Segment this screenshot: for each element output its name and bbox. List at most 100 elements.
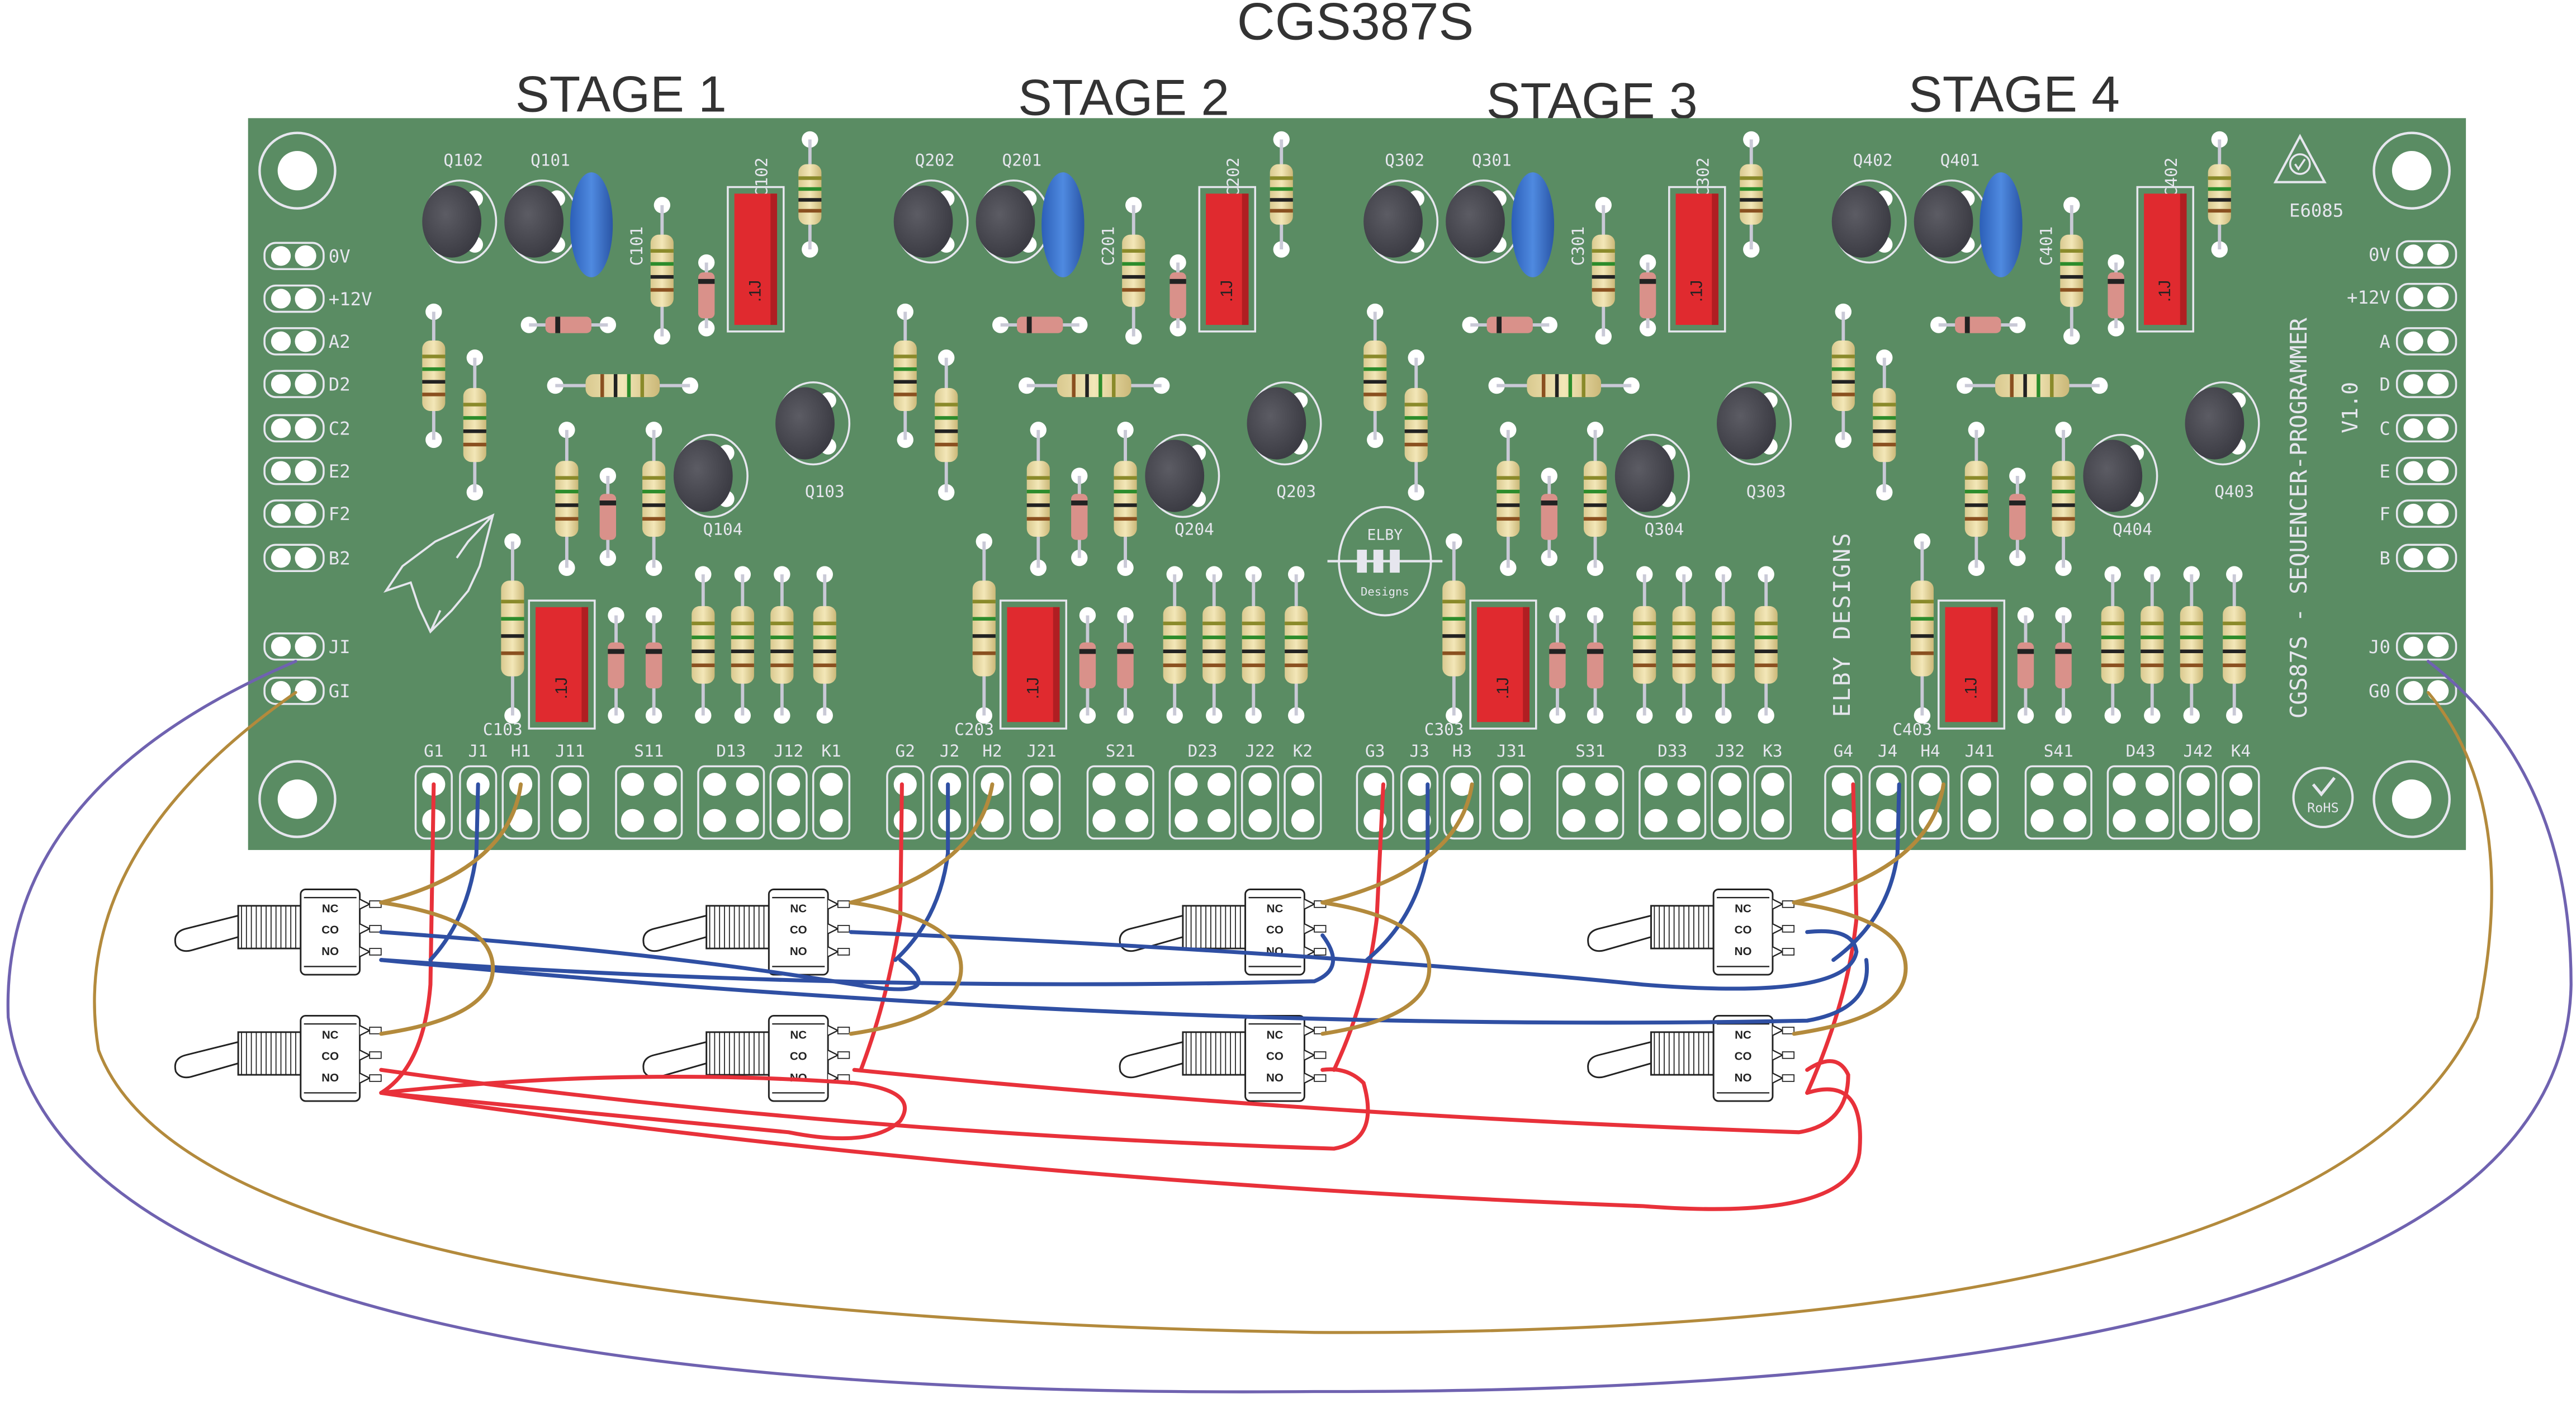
switch-pin-label: NO [1735,1071,1752,1084]
left-connector-6[interactable]: F2 [263,499,351,528]
left-connector-1[interactable]: +12V [263,284,372,313]
header-pad-J22[interactable] [1240,765,1280,840]
switch-lever[interactable] [642,1041,707,1079]
header-pad-J42[interactable] [2179,765,2218,840]
right-connector-5[interactable]: E [2379,456,2457,485]
switch-lever[interactable] [1119,1041,1183,1079]
switch-pin-label: CO [1735,924,1752,937]
left-connector-label: GI [329,681,351,702]
header-pad-K3[interactable] [1753,765,1792,840]
switch-lever[interactable] [174,1041,239,1079]
rohs-badge: RoHS [2292,767,2354,829]
header-pad-D33[interactable] [1639,765,1707,840]
header-pad-J3[interactable] [1400,765,1439,840]
wire-blue-j4 [1831,782,1901,962]
switch-lever[interactable] [642,915,707,952]
transistor-label: Q301 [1472,150,1512,169]
switch-lever[interactable] [174,915,239,952]
right-connector-2[interactable]: A [2379,327,2457,356]
header-pad-J21[interactable] [1022,765,1061,840]
wire-red-g2 [859,782,904,1072]
left-connector-7[interactable]: B2 [263,544,351,572]
header-pad-D13[interactable] [697,765,765,840]
header-pad-J4[interactable] [1868,765,1907,840]
header-pad-J41[interactable] [1961,765,1999,840]
diode [1462,316,1557,333]
header-pad-K4[interactable] [2222,765,2260,840]
right-connector-7[interactable]: B [2379,544,2457,572]
resistor [1633,566,1656,724]
right-connector-9[interactable]: G0 [2369,677,2457,705]
film-capacitor: .1J [2136,186,2195,333]
header-pad-S41[interactable] [2024,765,2092,840]
resistor [463,349,486,501]
right-connector-0[interactable]: 0V [2369,240,2457,269]
switch-pin-label: NO [790,945,807,958]
right-connector-1[interactable]: +12V [2347,282,2457,311]
left-connector-8[interactable]: JI [263,632,351,661]
header-pad-J11[interactable] [551,765,589,840]
switch-pin-label: CO [1266,924,1284,937]
resistor [893,303,917,448]
left-connector-3[interactable]: D2 [263,370,351,398]
header-label: J2 [940,741,959,760]
header-pad-H3[interactable] [1443,765,1481,840]
right-connector-4[interactable]: C [2379,414,2457,443]
header-label: J1 [468,741,487,760]
switch-lever[interactable] [1587,1041,1651,1079]
header-pad-S11[interactable] [615,765,683,840]
left-connector-9[interactable]: GI [263,677,351,705]
header-pad-D23[interactable] [1168,765,1237,840]
switch-pin-label: NO [321,1071,339,1084]
transistor-label: Q201 [1002,150,1042,169]
left-connector-5[interactable]: E2 [263,456,351,485]
switch-lever[interactable] [1587,915,1651,952]
header-label: J22 [1246,741,1275,760]
diode [599,467,617,566]
left-connector-2[interactable]: A2 [263,327,351,356]
resistor [1122,197,1145,345]
wire-red-g4 [1805,782,1859,1095]
version-text: V1.0 [2338,382,2363,433]
switch-pin-label: NC [790,1029,807,1042]
elby-designs-logo: ELBY Designs [1327,506,1443,617]
header-pad-J12[interactable] [769,765,808,840]
transistor-label: Q101 [531,150,570,169]
cap-value: .1J [1962,677,1980,699]
header-pad-J31[interactable] [1492,765,1531,840]
capacitor-label: C103 [483,720,523,739]
header-label: S31 [1575,741,1605,760]
wire-red-chain-2 [379,1067,1370,1151]
switch-pin-label: NC [322,1029,339,1042]
header-pad-G4[interactable] [1824,765,1863,840]
header-pad-D43[interactable] [2106,765,2175,840]
header-pad-J2[interactable] [930,765,969,840]
transistor-Q402 [1831,179,1907,264]
resistor [770,566,794,724]
header-pad-S31[interactable] [1556,765,1625,840]
transistor-Q302 [1363,179,1439,264]
resistor [1740,131,1763,258]
transistor-Q204 [1145,433,1220,518]
diode [2009,467,2026,566]
left-connector-0[interactable]: 0V [263,242,351,271]
header-pad-K1[interactable] [812,765,851,840]
header-label: J42 [2184,741,2213,760]
resistor [1202,566,1226,724]
right-connector-8[interactable]: J0 [2369,632,2457,661]
header-pad-S21[interactable] [1086,765,1154,840]
header-pad-K2[interactable] [1284,765,1322,840]
right-connector-3[interactable]: D [2379,370,2457,398]
left-connector-4[interactable]: C2 [263,414,351,443]
header-pad-J32[interactable] [1711,765,1749,840]
right-connector-6[interactable]: F [2379,499,2457,528]
